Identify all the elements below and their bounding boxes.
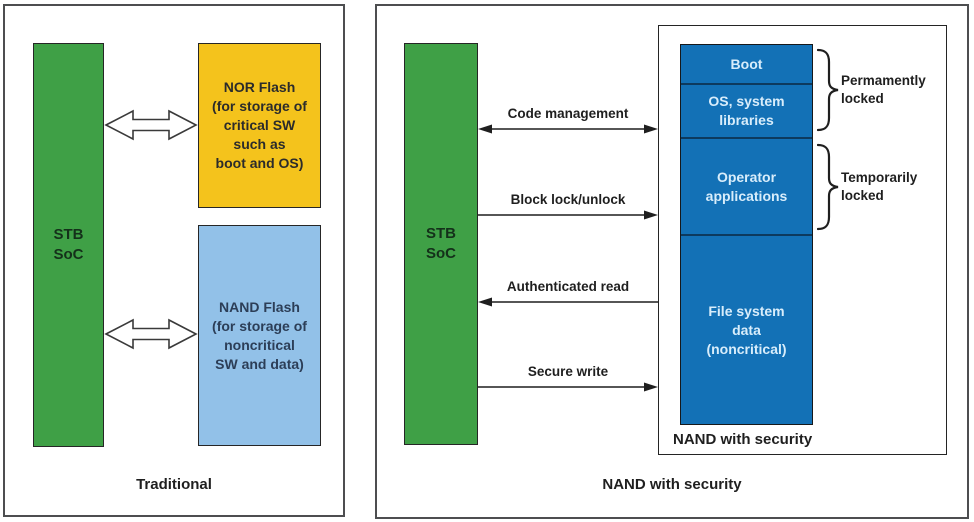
panel-traditional: STB SoC NOR Flash (for storage of critic… xyxy=(3,4,345,517)
stack-segment-boot: Boot xyxy=(681,45,812,83)
brace-permanently-locked-icon xyxy=(817,48,839,132)
nand-flash-label: NAND Flash (for storage of noncritical S… xyxy=(212,298,307,372)
panel-caption-nand-with-security: NAND with security xyxy=(602,476,742,493)
arrow-both-code-management-icon xyxy=(478,124,658,134)
panel-caption-traditional: Traditional xyxy=(136,476,212,493)
nand-memory-stack: Boot OS, system libraries Operator appli… xyxy=(680,44,813,425)
arrow-label-block-lock-unlock: Block lock/unlock xyxy=(510,192,626,207)
stack-segment-os: OS, system libraries xyxy=(681,83,812,137)
bidirectional-arrow-icon xyxy=(104,109,198,141)
panel-nand-with-security: STB SoC Boot OS, system libraries Operat… xyxy=(375,4,969,519)
segment-label: Boot xyxy=(730,55,763,72)
bidirectional-arrow-icon xyxy=(104,318,198,350)
arrow-label-code-management: Code management xyxy=(507,106,629,121)
stack-segment-operator: Operator applications xyxy=(681,137,812,234)
nor-flash-box: NOR Flash (for storage of critical SW su… xyxy=(198,43,321,208)
stb-soc-box-traditional: STB SoC xyxy=(33,43,104,447)
lock-label-temporarily: Temporarily locked xyxy=(841,170,918,203)
stb-soc-box-secure: STB SoC xyxy=(404,43,478,445)
stack-segment-filesystem: File system data (noncritical) xyxy=(681,234,812,424)
stb-soc-label: STB SoC xyxy=(426,225,456,262)
arrow-right-block-lock-unlock-icon xyxy=(478,210,658,220)
arrow-left-authenticated-read-icon xyxy=(478,297,658,307)
nand-flash-box: NAND Flash (for storage of noncritical S… xyxy=(198,225,321,446)
segment-label: Operator applications xyxy=(705,168,788,204)
brace-temporarily-locked-icon xyxy=(817,143,839,231)
stb-soc-label: STB SoC xyxy=(53,226,84,263)
arrow-right-secure-write-icon xyxy=(478,382,658,392)
segment-label: File system data (noncritical) xyxy=(706,302,787,357)
lock-label-permanently: Permamently locked xyxy=(841,73,926,106)
nand-security-container: Boot OS, system libraries Operator appli… xyxy=(658,25,947,455)
arrow-label-authenticated-read: Authenticated read xyxy=(506,279,630,294)
arrow-label-secure-write: Secure write xyxy=(527,364,609,379)
nand-box-label: NAND with security xyxy=(673,431,813,448)
segment-label: OS, system libraries xyxy=(708,93,785,128)
nor-flash-label: NOR Flash (for storage of critical SW su… xyxy=(212,79,307,171)
